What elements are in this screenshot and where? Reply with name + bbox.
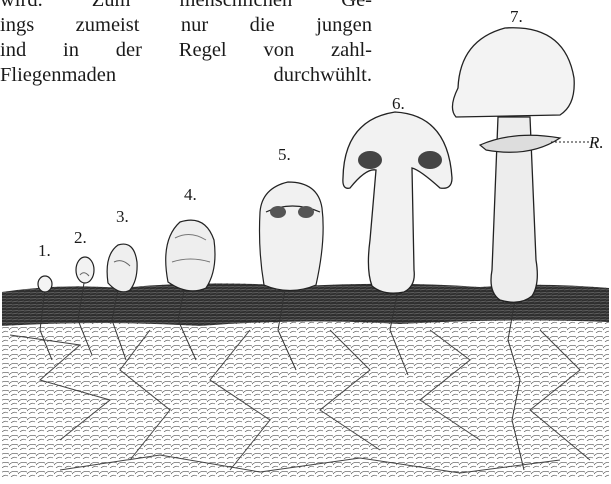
soil-layer — [2, 283, 609, 478]
stage-label-3: 3. — [116, 207, 129, 226]
mushroom-stage-7 — [452, 28, 574, 303]
mushroom-stage-4 — [166, 220, 215, 291]
stage-label-2: 2. — [74, 228, 87, 247]
annulus-ring — [480, 135, 560, 152]
stage-label-7: 7. — [510, 7, 523, 26]
stage-label-5: 5. — [278, 145, 291, 164]
ring-label: R. — [588, 133, 604, 152]
mushroom-stage-6 — [343, 112, 452, 293]
stage-label-1: 1. — [38, 241, 51, 260]
mushroom-stage-5 — [260, 182, 324, 291]
mushroom-stage-2 — [76, 257, 94, 283]
mushroom-stage-1 — [38, 276, 52, 292]
stage-label-4: 4. — [184, 185, 197, 204]
stage-label-6: 6. — [392, 94, 405, 113]
mushroom-stage-3 — [107, 244, 137, 292]
